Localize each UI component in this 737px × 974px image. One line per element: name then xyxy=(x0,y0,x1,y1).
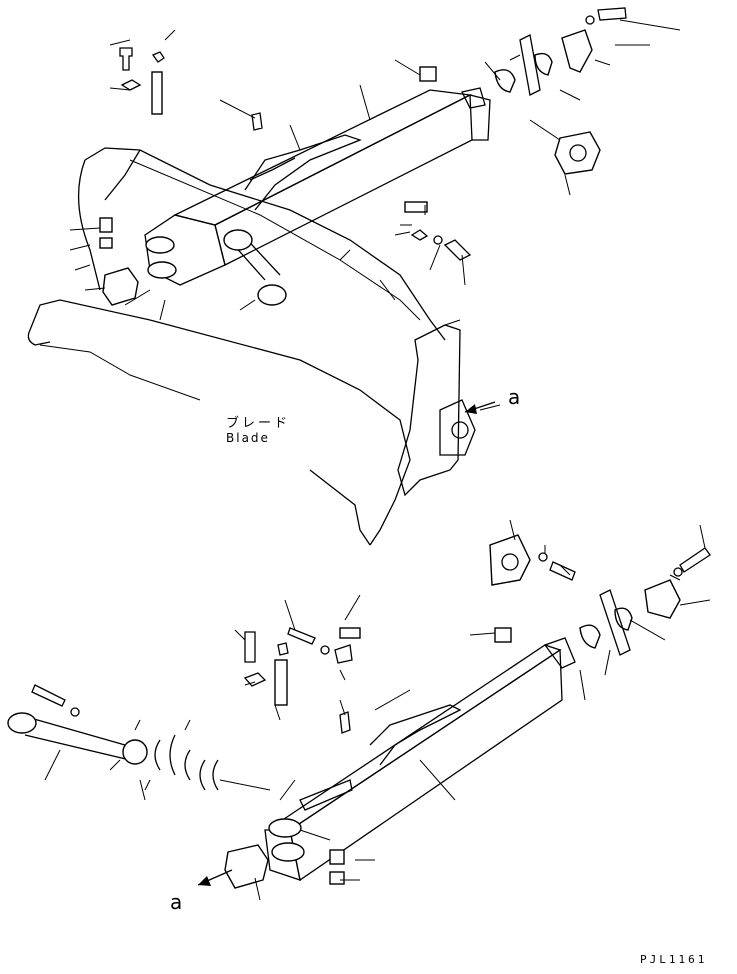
blade-label-jp: ブレード xyxy=(226,416,291,431)
end-cap-flange xyxy=(554,131,601,175)
bolt-mid-right xyxy=(443,239,472,261)
lower-pin-left xyxy=(274,659,288,706)
washer-mid-right xyxy=(433,235,443,245)
blade-outline xyxy=(29,147,446,546)
lower-bushing-bottom xyxy=(329,871,345,885)
block-right xyxy=(419,66,437,82)
lower-bushing-top xyxy=(329,849,345,865)
lower-frame-side xyxy=(289,648,563,882)
support-flange-top xyxy=(223,229,253,251)
clip-right xyxy=(519,34,541,96)
lock-plate-mid-right xyxy=(410,229,429,241)
lower-end-flange-hole xyxy=(501,553,519,571)
frame-brace-lower xyxy=(249,157,296,181)
lower-washer-left xyxy=(70,707,80,717)
lower-clip-right xyxy=(599,589,631,656)
lower-brace-plate xyxy=(299,779,353,811)
lock-plate-upper-left xyxy=(120,79,142,91)
lower-wear-block xyxy=(224,844,269,889)
lower-washer-right xyxy=(538,552,548,562)
end-cap-flange-hole xyxy=(569,144,587,162)
blade-side-plate xyxy=(397,324,461,497)
lower-nut-upper xyxy=(277,642,289,656)
bolt-right xyxy=(597,7,627,21)
arrow-a-upper-head xyxy=(465,404,477,414)
leader-lines-lower xyxy=(44,519,711,901)
pin-mid-right xyxy=(404,201,428,213)
nut-upper-left xyxy=(152,51,165,63)
lower-bolt-left xyxy=(31,684,66,707)
lower-pipe-flange-right xyxy=(122,739,148,765)
half-bushing-1 xyxy=(494,69,516,93)
lower-cap-right xyxy=(644,579,681,619)
grease-fitting-upper xyxy=(251,112,263,131)
bracket-hole xyxy=(451,421,469,439)
frame-end-cap xyxy=(461,87,486,109)
lower-washer-mid xyxy=(320,645,330,655)
bushing-upper xyxy=(99,217,113,233)
lower-washer-far-right xyxy=(673,567,683,577)
yoke-upper-eye xyxy=(145,236,175,254)
frame-end xyxy=(469,94,491,141)
lower-bolt-upper xyxy=(244,631,256,663)
washer-right xyxy=(585,15,595,25)
view-a-label-top: a xyxy=(508,385,521,409)
lower-block-right xyxy=(494,627,512,643)
lower-clip-mid xyxy=(334,644,353,664)
upper-assembly xyxy=(27,7,681,546)
lower-grease-fitting xyxy=(339,711,351,734)
lower-bolt-mid xyxy=(287,627,316,645)
lower-pipe xyxy=(19,714,131,761)
blade-label-en: Blade xyxy=(226,431,270,445)
lower-frame-top xyxy=(273,644,562,831)
cap-right xyxy=(561,29,593,73)
lower-half-bushing-1 xyxy=(579,624,601,649)
pin-upper-left xyxy=(151,71,163,115)
lower-bolt-right xyxy=(549,561,576,581)
yoke-lower-eye xyxy=(147,261,177,279)
shim-set xyxy=(154,734,219,791)
lower-bolt-far-right xyxy=(679,547,711,573)
blade-side-bracket xyxy=(439,399,476,456)
lower-end-flange xyxy=(489,534,531,586)
half-bushing-2 xyxy=(534,52,553,76)
lower-pin-mid xyxy=(339,627,361,639)
lower-frame-end xyxy=(543,637,576,669)
lower-assembly xyxy=(7,519,711,901)
wear-block-left xyxy=(102,267,139,306)
lower-brace xyxy=(369,704,462,766)
bushing-lower xyxy=(99,237,113,249)
support-flange-bottom xyxy=(257,284,287,306)
bolt-upper-left xyxy=(119,47,133,71)
blade-left-edge xyxy=(27,329,51,346)
frame-brace xyxy=(244,134,362,211)
leader-lines-upper xyxy=(39,19,681,411)
lower-yoke-eye-bottom xyxy=(271,842,305,862)
drawing-code-label: PJL1161 xyxy=(640,953,708,966)
arrow-a-lower-head xyxy=(198,876,211,886)
lower-yoke-eye-top xyxy=(268,818,302,838)
lower-half-bushing-2 xyxy=(614,607,633,631)
lower-pipe-flange-left xyxy=(7,712,37,734)
view-a-label-bottom: a xyxy=(170,890,183,914)
